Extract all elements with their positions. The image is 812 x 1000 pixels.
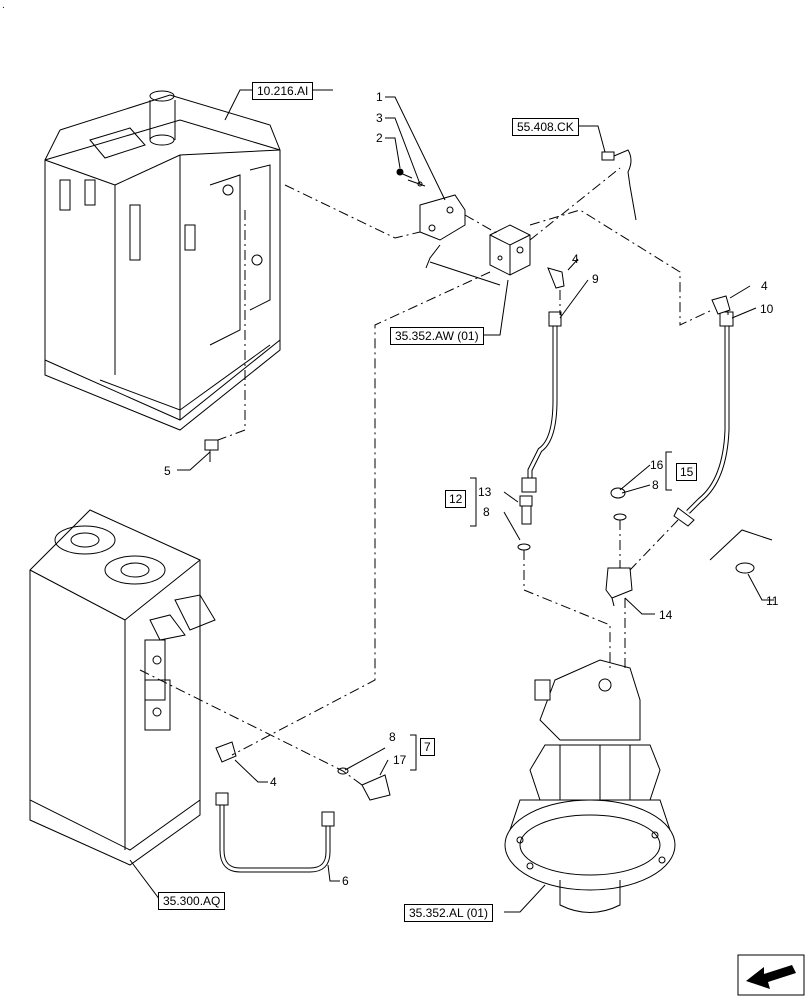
fittings — [517, 487, 633, 607]
callout-4c: 4 — [270, 775, 277, 789]
callout-17: 17 — [393, 753, 407, 767]
callout-9: 9 — [592, 272, 599, 286]
hydraulic-tank-bottom — [29, 509, 216, 866]
ref-sensor-cable[interactable]: 55.408.CK — [512, 118, 579, 136]
elbow-fitting — [215, 741, 237, 763]
callout-8a: 8 — [483, 505, 490, 519]
callout-11: 11 — [766, 594, 779, 608]
group-12[interactable]: 12 — [445, 490, 467, 508]
sensor-bracket — [396, 168, 501, 286]
callout-14: 14 — [659, 608, 673, 622]
hose-6 — [215, 792, 335, 873]
group-7[interactable]: 7 — [420, 738, 435, 756]
callout-13: 13 — [478, 485, 492, 499]
callout-1: 1 — [376, 90, 383, 104]
ref-valve-block[interactable]: 35.352.AW (01) — [390, 327, 484, 345]
callout-16: 16 — [650, 458, 664, 472]
clamp-11 — [735, 562, 755, 574]
ref-tank-top[interactable]: 10.216.AI — [252, 82, 314, 100]
group-15[interactable]: 15 — [676, 463, 698, 481]
fitting-17 — [361, 774, 391, 801]
hydraulic-tank-top — [44, 90, 281, 431]
sensor-cable — [601, 149, 637, 221]
hose-9 — [521, 311, 562, 493]
callout-8b: 8 — [652, 478, 659, 492]
callout-4a: 4 — [572, 252, 579, 266]
hose-10 — [673, 311, 734, 527]
ref-tank-bottom[interactable]: 35.300.AQ — [158, 892, 226, 910]
callout-2: 2 — [376, 131, 383, 145]
callout-3: 3 — [376, 111, 383, 125]
callout-6: 6 — [342, 874, 349, 888]
corner-mark: . — [2, 0, 5, 11]
valve-block — [489, 224, 531, 276]
elbow-fitting — [547, 267, 565, 289]
callout-8c: 8 — [389, 730, 396, 744]
arrow-left-icon[interactable] — [742, 959, 800, 991]
callout-5: 5 — [164, 464, 171, 478]
ref-swing-motor[interactable]: 35.352.AL (01) — [404, 904, 493, 922]
callout-10: 10 — [760, 302, 774, 316]
elbow-fitting — [711, 295, 731, 315]
bolt-5 — [204, 439, 219, 451]
swing-motor — [504, 659, 676, 913]
callout-4b: 4 — [761, 279, 768, 293]
